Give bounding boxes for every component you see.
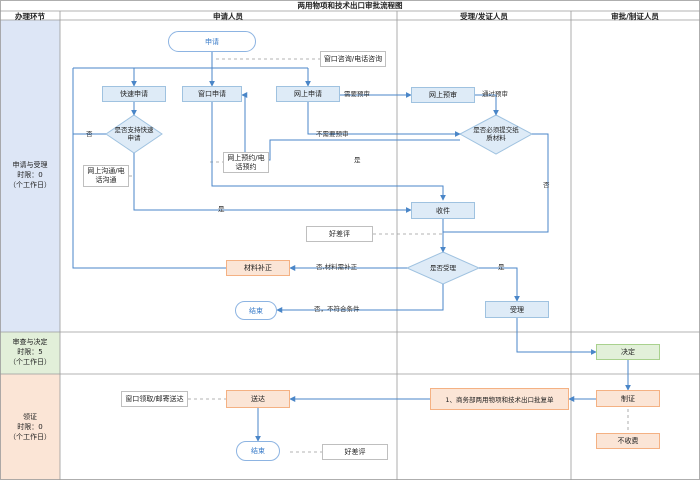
edge-label-no-1: 否 xyxy=(86,130,93,138)
ministry-doc-node[interactable]: 1、商务部两用物项和技术出口批复单 xyxy=(430,388,569,410)
edge-label-yes-1: 是 xyxy=(218,205,225,213)
edge-label-yes-2: 是 xyxy=(354,156,361,164)
good-review-note-1: 好差评 xyxy=(306,226,373,242)
edge-label-no-condition: 否，不符合条件 xyxy=(314,305,360,313)
decision-shapes xyxy=(105,114,534,285)
edge-label-no-prereview: 不需要预审 xyxy=(316,130,349,138)
edge-label-no-2: 否 xyxy=(543,181,550,189)
receive-node[interactable]: 收件 xyxy=(411,202,475,219)
edge-label-need-prereview: 需要预审 xyxy=(344,90,370,98)
online-apply-node[interactable]: 网上申请 xyxy=(276,86,340,102)
lane-issue-bg xyxy=(0,374,60,480)
edge-label-pass-prereview: 通过预审 xyxy=(482,90,508,98)
end-node-1[interactable]: 结束 xyxy=(235,301,277,320)
window-consult-note: 窗口咨询/电话咨询 xyxy=(320,51,386,67)
header-phase: 办理环节 xyxy=(15,12,45,21)
good-review-note-2: 好差评 xyxy=(322,444,388,460)
diamond-need-paper xyxy=(458,114,534,155)
online-booking-note: 网上预约/电话预约 xyxy=(223,152,269,173)
chart-title: 两用物项和技术出口审批流程图 xyxy=(297,1,403,10)
header-approver: 审批/制证人员 xyxy=(611,12,659,21)
make-cert-node[interactable]: 制证 xyxy=(596,390,660,407)
connectors xyxy=(72,52,631,442)
edge-label-yes-3: 是 xyxy=(498,263,505,271)
fast-apply-node[interactable]: 快速申请 xyxy=(102,86,166,102)
lane-label-issue: 领证 时限：0 （个工作日） xyxy=(9,413,51,442)
need-paper-decision[interactable]: 是否必须提交纸质材料 xyxy=(473,125,519,142)
online-review-node[interactable]: 网上预审 xyxy=(411,87,475,103)
free-node: 不收费 xyxy=(596,433,660,449)
decide-node[interactable]: 决定 xyxy=(596,344,660,360)
window-apply-node[interactable]: 窗口申请 xyxy=(182,86,242,102)
lane-apply-bg xyxy=(0,20,60,332)
dashed-links xyxy=(129,58,629,453)
window-pickup-note: 窗口领取/邮寄送达 xyxy=(121,391,188,407)
header-acceptor: 受理/发证人员 xyxy=(460,12,508,21)
start-node[interactable]: 申请 xyxy=(168,31,256,52)
end-node-2[interactable]: 结束 xyxy=(236,441,280,461)
accept-check-decision[interactable]: 是否受理 xyxy=(430,263,456,272)
accept-node[interactable]: 受理 xyxy=(485,301,549,318)
lane-review-bg xyxy=(0,332,60,374)
lane-label-apply: 申请与受理 时限：0 （个工作日） xyxy=(9,161,51,190)
edge-label-no-material: 否,材料需补正 xyxy=(316,263,358,271)
supplement-node[interactable]: 材料补正 xyxy=(226,260,290,276)
header-applicant: 申请人员 xyxy=(213,12,243,21)
deliver-node[interactable]: 送达 xyxy=(226,390,290,408)
support-fast-decision[interactable]: 是否支持快速申请 xyxy=(114,125,154,142)
lane-label-review: 审查与决定 时限：5 （个工作日） xyxy=(9,338,51,367)
online-comm-note: 网上沟通/电话沟通 xyxy=(83,165,129,187)
